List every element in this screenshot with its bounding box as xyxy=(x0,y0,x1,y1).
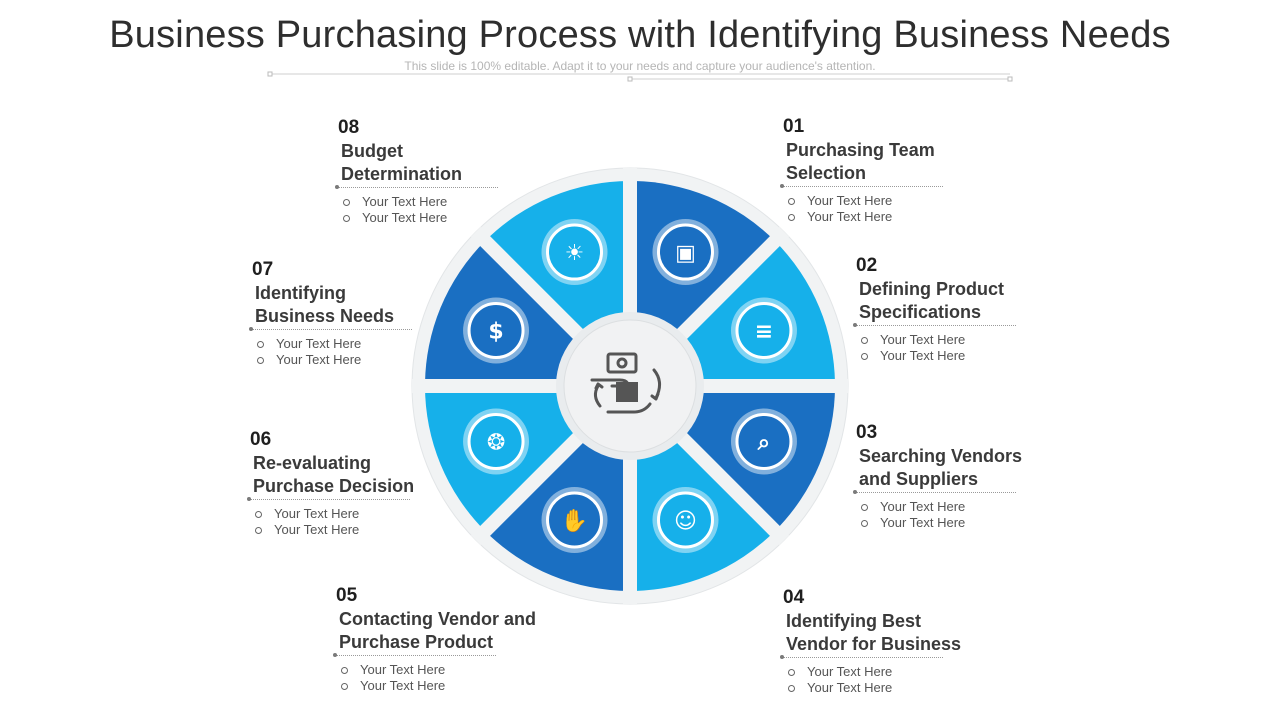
subtitle-decor-lines xyxy=(267,71,1013,82)
step-bullet: Your Text Here xyxy=(788,193,1013,209)
step-bullet: Your Text Here xyxy=(257,352,482,368)
wheel-divider xyxy=(670,226,790,346)
svg-text:✋: ✋ xyxy=(561,508,588,534)
step-4: 04 Identifying Best Vendor for Business … xyxy=(780,587,1013,696)
step-divider xyxy=(853,490,1016,494)
step-number: 07 xyxy=(252,259,274,280)
step-number: 03 xyxy=(856,422,878,443)
step-number: 01 xyxy=(783,116,805,137)
step-number: 02 xyxy=(856,255,878,276)
step-title: Re-evaluating Purchase Decision xyxy=(253,453,415,496)
step-divider xyxy=(247,497,410,501)
hand-bulb-dollar-icon: ☀ xyxy=(541,219,608,286)
step-7: 07 Identifying Business Needs Your Text … xyxy=(249,259,482,368)
step-bullet: Your Text Here xyxy=(255,506,480,522)
step-number: 05 xyxy=(336,585,358,606)
brain-gear-icon: ❂ xyxy=(463,408,530,475)
step-divider xyxy=(335,185,498,189)
hand-shopping-bag-icon: ✋ xyxy=(541,486,608,553)
magnifier-icon: ⌕ xyxy=(730,408,797,475)
process-wheel: ▣ ≡ ⌕ ☺ ✋ ❂ $ ☀ xyxy=(411,167,849,605)
svg-text:☺: ☺ xyxy=(674,509,697,534)
hand-box-money-cycle-icon xyxy=(590,352,661,414)
step-title: Identifying Business Needs xyxy=(255,283,395,326)
vendor-people-icon: ☺ xyxy=(652,486,719,553)
step-divider xyxy=(333,653,496,657)
step-bullet: Your Text Here xyxy=(257,336,482,352)
step-divider xyxy=(780,184,943,188)
step-bullet: Your Text Here xyxy=(341,678,576,694)
step-title: Defining Product Specifications xyxy=(859,279,1004,322)
step-5: 05 Contacting Vendor and Purchase Produc… xyxy=(333,585,576,694)
slide-subtitle: This slide is 100% editable. Adapt it to… xyxy=(404,59,876,73)
step-title: Identifying Best Vendor for Business xyxy=(786,611,962,654)
step-3: 03 Searching Vendors and Suppliers Your … xyxy=(853,422,1086,531)
step-bullet: Your Text Here xyxy=(255,522,480,538)
step-title: Searching Vendors and Suppliers xyxy=(859,446,1023,489)
step-bullet: Your Text Here xyxy=(788,680,1013,696)
svg-text:$: $ xyxy=(488,320,503,345)
step-1: 01 Purchasing Team Selection Your Text H… xyxy=(780,116,1013,225)
step-6: 06 Re-evaluating Purchase Decision Your … xyxy=(247,429,480,538)
svg-text:☀: ☀ xyxy=(565,241,585,266)
step-bullet: Your Text Here xyxy=(861,515,1086,531)
step-bullet: Your Text Here xyxy=(788,209,1013,225)
wheel-divider xyxy=(670,426,790,546)
step-number: 08 xyxy=(338,117,360,138)
spec-document-icon: ≡ xyxy=(730,297,797,364)
svg-text:⌕: ⌕ xyxy=(757,430,770,455)
step-title: Contacting Vendor and Purchase Product xyxy=(339,609,537,652)
step-2: 02 Defining Product Specifications Your … xyxy=(853,255,1086,364)
step-bullet: Your Text Here xyxy=(343,210,568,226)
team-screen-icon: ▣ xyxy=(652,219,719,286)
slide-title: Business Purchasing Process with Identif… xyxy=(109,14,1171,56)
step-bullet: Your Text Here xyxy=(343,194,568,210)
dollar-arrows-icon: $ xyxy=(463,297,530,364)
step-bullet: Your Text Here xyxy=(861,348,1086,364)
svg-text:❂: ❂ xyxy=(487,430,505,455)
wheel-divider xyxy=(470,426,590,546)
step-bullet: Your Text Here xyxy=(788,664,1013,680)
wheel-divider xyxy=(470,226,590,346)
step-divider xyxy=(249,327,412,331)
step-divider xyxy=(780,655,943,659)
step-number: 04 xyxy=(783,587,805,608)
step-bullet: Your Text Here xyxy=(861,332,1086,348)
step-title: Purchasing Team Selection xyxy=(786,140,935,183)
step-number: 06 xyxy=(250,429,272,450)
step-title: Budget Determination xyxy=(341,141,463,184)
step-divider xyxy=(853,323,1016,327)
svg-text:▣: ▣ xyxy=(675,241,696,266)
step-bullet: Your Text Here xyxy=(861,499,1086,515)
svg-text:≡: ≡ xyxy=(755,320,773,345)
step-bullet: Your Text Here xyxy=(341,662,576,678)
